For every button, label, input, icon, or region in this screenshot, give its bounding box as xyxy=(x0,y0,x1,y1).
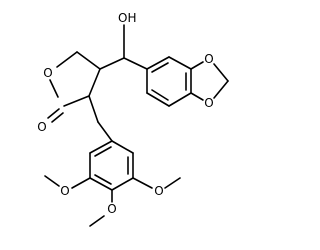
trimethoxyphenyl-group xyxy=(44,140,181,227)
bond-tmp-inner-3 xyxy=(94,146,112,157)
hydroxyl-label: OH xyxy=(118,11,136,25)
bond-ome-right-to-ch3 xyxy=(164,177,181,189)
dioxole-oxygen-bottom-label: O xyxy=(204,96,213,110)
bond-bzd-to-o-top xyxy=(190,61,204,70)
bond-tmp-to-ome-left xyxy=(71,177,91,189)
bond-bzd-to-o-bottom xyxy=(190,92,204,101)
bond-c3-to-c4 xyxy=(88,68,101,97)
bond-tmp-inner-2 xyxy=(94,174,112,185)
bond-tmp-to-ome-right xyxy=(132,177,153,189)
ring-oxygen-label: O xyxy=(43,66,52,80)
methoxy-oxygen-left-label: O xyxy=(60,184,69,198)
methoxy-oxygen-right-label: O xyxy=(154,184,163,198)
bond-carbonyl-double-b xyxy=(51,112,64,123)
benzyl-linker xyxy=(88,95,113,142)
bond-tmp-4 xyxy=(89,177,113,191)
bond-carbonyl-c-to-c3 xyxy=(63,95,90,107)
bond-c4-to-choh xyxy=(99,57,125,70)
bond-bzd-2 xyxy=(168,56,192,70)
molecule-structure-diagram: OH O O O O O O O xyxy=(36,10,229,227)
bond-bzd-inner-3 xyxy=(151,89,169,101)
bond-carbonyl-double-a xyxy=(47,108,60,119)
bond-ch2-top-to-c4 xyxy=(76,51,101,70)
carbonyl-oxygen-label: O xyxy=(37,120,46,134)
bond-tmp-3 xyxy=(111,177,134,191)
lactone-ring xyxy=(47,51,101,123)
bond-ring-o-to-carbonyl-c xyxy=(49,79,59,98)
bond-bzd-inner-1 xyxy=(151,62,169,73)
bond-ome-left-to-ch3 xyxy=(44,175,60,187)
bond-bzd-4 xyxy=(168,92,192,107)
bond-ch2-top-to-ring-o xyxy=(56,51,78,68)
bond-tmp-1 xyxy=(111,140,134,154)
bond-choh-to-aryl xyxy=(123,57,148,70)
bond-tmp-6 xyxy=(89,140,113,154)
dioxole-oxygen-top-label: O xyxy=(204,52,213,66)
atom-labels: OH O O O O O O O xyxy=(36,10,215,218)
bond-ome-middle-to-ch3 xyxy=(89,215,105,227)
bond-bzd-1 xyxy=(146,56,170,70)
methoxy-oxygen-middle-label: O xyxy=(107,202,116,216)
bond-o-top-to-ch2 xyxy=(213,63,229,82)
bond-bzd-5 xyxy=(146,92,170,107)
bond-ch2-to-aryl xyxy=(97,121,113,142)
bond-o-bottom-to-ch2 xyxy=(213,80,229,99)
hydroxy-linker xyxy=(99,24,148,70)
benzodioxole-group xyxy=(146,56,229,107)
bond-c3-to-ch2 xyxy=(88,95,99,123)
